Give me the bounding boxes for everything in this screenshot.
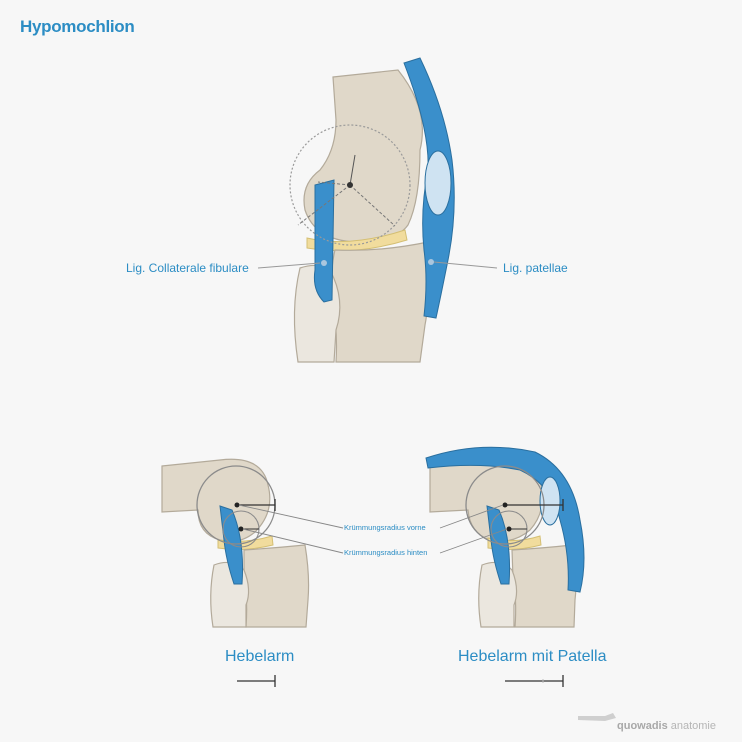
scale-bar-right [505, 675, 564, 687]
brand-logo: quowadis anatomie [617, 720, 716, 732]
caption-left: Hebelarm [225, 648, 295, 665]
collateral-label: Lig. Collaterale fibulare [126, 261, 249, 275]
brand-suffix: anatomie [670, 720, 716, 732]
patella [539, 476, 561, 526]
page-title: Hypomochlion [20, 17, 135, 36]
collateral-ligament [219, 505, 244, 585]
collateral-ligament [313, 179, 335, 303]
tibia-bone [330, 241, 430, 363]
scalpel-icon [578, 713, 616, 721]
top-knee [257, 57, 498, 363]
collateral-ligament [486, 505, 511, 585]
scale-bar-left [237, 675, 276, 687]
caption-right: Hebelarm mit Patella [458, 648, 607, 665]
patella [424, 150, 452, 216]
center-point [347, 182, 353, 188]
tibia-bone [511, 544, 577, 628]
radius-back-label: Krümmungsradius hinten [344, 548, 428, 557]
curvature-circle [289, 124, 411, 246]
left-knee [161, 458, 344, 628]
radius-front-label: Krümmungsradius vorne [344, 523, 426, 532]
tibia-bone [243, 544, 310, 628]
brand-name: quowadis [617, 720, 668, 732]
right-knee [425, 446, 585, 628]
patellae-label: Lig. patellae [503, 261, 568, 275]
